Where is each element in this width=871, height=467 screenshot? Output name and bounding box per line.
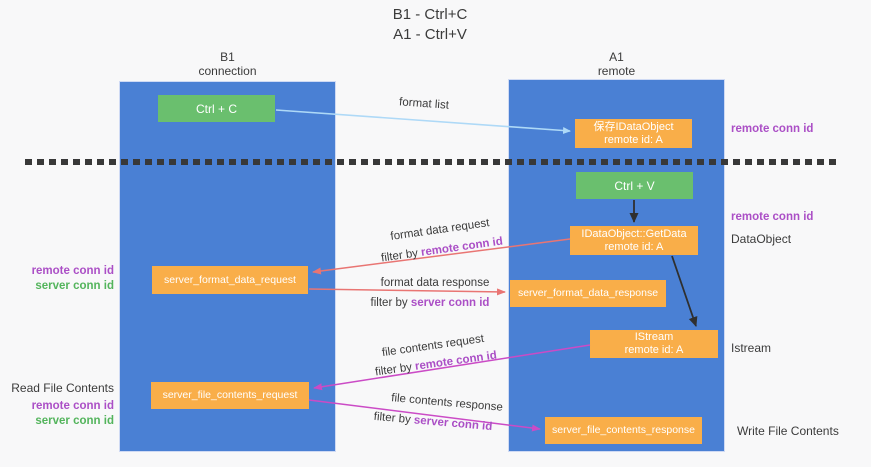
- node-istream: IStream remote id: A: [590, 330, 718, 358]
- annotation-remote-conn-id-top: remote conn id: [731, 123, 814, 135]
- node-istream-line2: remote id: A: [624, 344, 684, 356]
- edge-label-format-list: format list: [398, 96, 450, 112]
- term-server-conn-id: server conn id: [413, 414, 493, 434]
- annotation-server-conn-id-left-1: server conn id: [35, 280, 114, 292]
- lane-b1-subtitle: connection: [198, 64, 257, 78]
- term-remote-conn-id: remote conn id: [414, 349, 498, 373]
- node-ctrl-v-label: Ctrl + V: [614, 178, 655, 193]
- annotation-istream: Istream: [731, 341, 772, 355]
- diagram-title: B1 - Ctrl+C A1 - Ctrl+V: [0, 5, 860, 45]
- edge-label-filter-server-1: filter by server conn id: [370, 297, 490, 309]
- node-ctrl-v: Ctrl + V: [576, 172, 693, 199]
- annotation-server-conn-id-left-2: server conn id: [35, 415, 114, 427]
- node-getdata-line1: IDataObject::GetData: [581, 227, 687, 240]
- node-save-idataobject: 保存IDataObject remote id: A: [575, 119, 692, 148]
- node-save-idataobject-line2: remote id: A: [604, 133, 663, 146]
- node-ctrl-c: Ctrl + C: [158, 95, 275, 122]
- node-server-file-contents-response-label: server_file_contents_response: [551, 424, 695, 436]
- annotation-dataobject: DataObject: [731, 232, 792, 246]
- annotation-read-file-contents: Read File Contents: [11, 381, 114, 395]
- node-server-format-data-request: server_format_data_request: [152, 266, 308, 294]
- node-server-file-contents-response: server_file_contents_response: [545, 417, 702, 444]
- lane-header-b1: B1 connection: [119, 50, 336, 78]
- node-server-file-contents-request-label: server_file_contents_request: [162, 389, 298, 401]
- annotation-write-file-contents: Write File Contents: [737, 424, 839, 438]
- node-getdata-line2: remote id: A: [604, 240, 664, 253]
- edge-label-filter-server-2: filter by server conn id: [373, 410, 493, 434]
- arrow-format-data-response: [308, 288, 506, 296]
- node-ctrl-c-label: Ctrl + C: [195, 101, 237, 116]
- lane-a1-subtitle: remote: [597, 64, 636, 78]
- annotation-remote-conn-id-left-2: remote conn id: [31, 400, 114, 412]
- edge-label-format-data-response: format data response: [380, 277, 490, 289]
- title-line-2: A1 - Ctrl+V: [393, 26, 467, 43]
- node-istream-line1: IStream: [634, 331, 674, 343]
- node-save-idataobject-line1: 保存IDataObject: [593, 120, 674, 133]
- term-server-conn-id: server conn id: [410, 297, 490, 309]
- lane-b1-title: B1: [220, 50, 235, 64]
- lane-a1-title: A1: [609, 50, 624, 64]
- dashed-separator-line: [25, 159, 838, 165]
- node-server-format-data-request-label: server_format_data_request: [164, 273, 296, 286]
- annotation-remote-conn-id-left-1: remote conn id: [31, 265, 114, 277]
- node-idataobject-getdata: IDataObject::GetData remote id: A: [570, 226, 698, 255]
- term-remote-conn-id: remote conn id: [420, 235, 504, 259]
- node-server-file-contents-request: server_file_contents_request: [151, 382, 309, 409]
- lane-header-a1: A1 remote: [508, 50, 725, 78]
- node-server-format-data-response-label: server_format_data_response: [517, 287, 659, 299]
- edge-label-file-contents-response: file contents response: [390, 392, 504, 414]
- annotation-remote-conn-id-mid: remote conn id: [731, 211, 814, 223]
- title-line-1: B1 - Ctrl+C: [392, 6, 468, 23]
- node-server-format-data-response: server_format_data_response: [510, 280, 666, 307]
